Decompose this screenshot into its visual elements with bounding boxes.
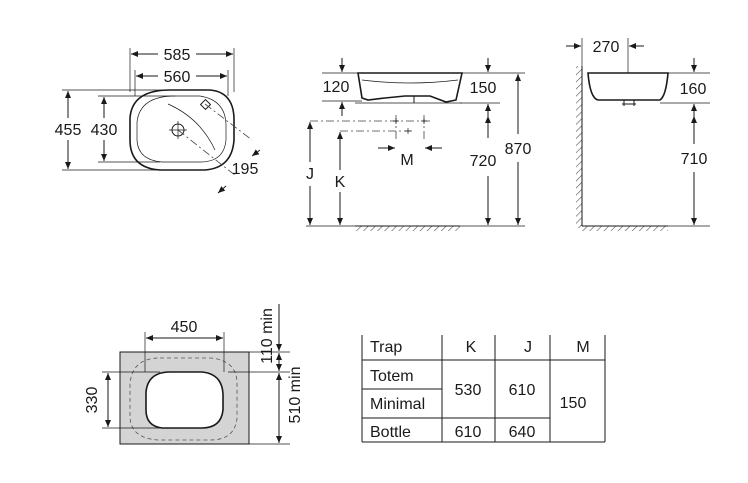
trap-table: Trap K J M Totem Minimal 530 610 Bottle … <box>361 335 606 443</box>
floor-hatch-front <box>355 226 460 231</box>
connection-marks <box>393 118 427 134</box>
dim-150: 150 <box>470 80 497 97</box>
header-m: M <box>576 339 589 356</box>
basin-top-bowl <box>136 95 227 163</box>
top-view: 585 560 455 430 195 <box>55 47 261 194</box>
label-k: K <box>335 174 346 191</box>
cutout-view: 450 330 110 min 510 min <box>84 304 304 445</box>
header-k: K <box>466 339 477 356</box>
label-m: M <box>400 152 413 169</box>
dim-270: 270 <box>593 39 620 56</box>
label-j: J <box>306 166 314 183</box>
dim-195: 195 <box>232 161 259 178</box>
dim-330: 330 <box>84 387 101 414</box>
header-j: J <box>524 339 532 356</box>
dim-110-min: 110 min <box>259 308 276 364</box>
row-totem-k: 530 <box>455 382 482 399</box>
dim-560: 560 <box>164 69 191 86</box>
tap-hole-icon <box>199 98 212 111</box>
header-trap: Trap <box>370 339 402 356</box>
wall-hatch <box>576 66 582 228</box>
dim-450: 450 <box>171 319 198 336</box>
front-view: M J K 120 150 720 870 <box>306 58 531 231</box>
row-bottle-label: Bottle <box>370 424 411 441</box>
basin-side-outline <box>587 72 669 101</box>
basin-outline-dashed <box>129 357 238 441</box>
dim-510-min: 510 min <box>287 367 304 424</box>
dim-720: 720 <box>470 153 497 170</box>
dim-120: 120 <box>323 79 350 96</box>
row-bottle-k: 610 <box>455 424 482 441</box>
row-totem-label: Totem <box>370 368 414 385</box>
basin-top-slope <box>167 103 216 151</box>
row-totem-j: 610 <box>509 382 536 399</box>
dim-710: 710 <box>681 151 708 168</box>
dim-585: 585 <box>164 47 191 64</box>
dim-430: 430 <box>91 122 118 139</box>
row-minimal-label: Minimal <box>370 396 425 413</box>
m-value: 150 <box>560 395 587 412</box>
floor-hatch-side <box>582 226 668 231</box>
dim-160: 160 <box>680 81 707 98</box>
dim-455: 455 <box>55 122 82 139</box>
row-bottle-j: 640 <box>509 424 536 441</box>
cutout-hole <box>145 371 224 429</box>
dim-870: 870 <box>505 141 532 158</box>
basin-front-outline <box>357 72 463 103</box>
side-view: 270 160 710 <box>566 38 710 231</box>
